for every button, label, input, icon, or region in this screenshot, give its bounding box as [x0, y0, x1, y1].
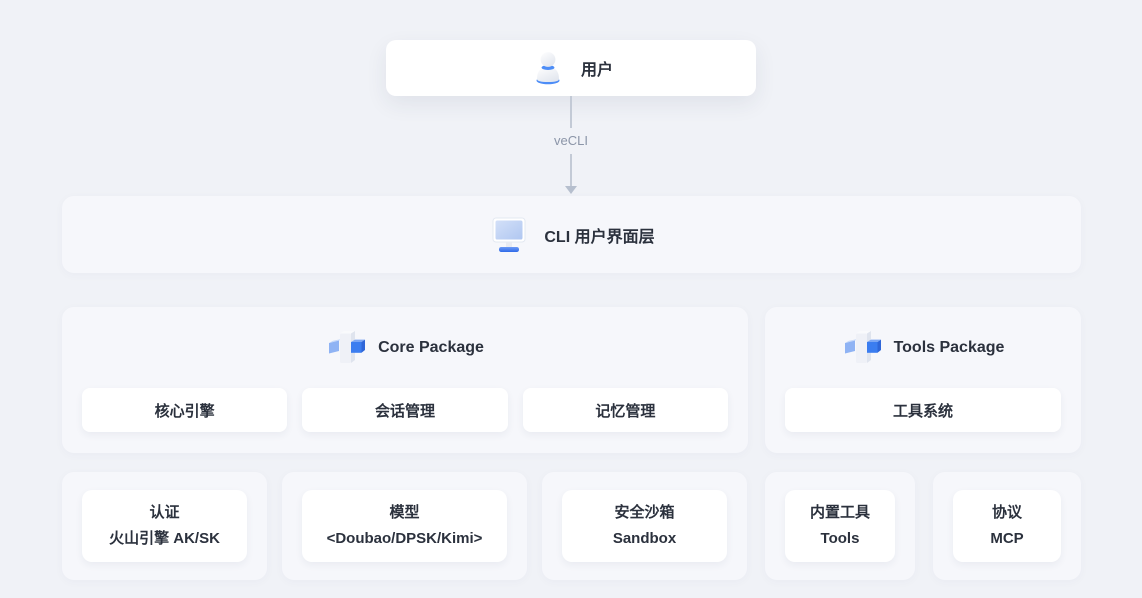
- auth-box: 认证 火山引擎 AK/SK: [62, 472, 267, 580]
- card-core-engine-label: 核心引擎: [154, 402, 215, 420]
- card-protocol[interactable]: 协议 MCP: [953, 490, 1061, 562]
- card-protocol-line1: 协议: [991, 504, 1022, 521]
- cli-layer-label: CLI 用户界面层: [544, 228, 655, 246]
- tools-package-header: Tools Package: [765, 307, 1081, 388]
- connector-line: [570, 154, 572, 186]
- tools-package-panel: Tools Package 工具系统: [765, 307, 1081, 453]
- builtin-tools-box: 内置工具 Tools: [765, 472, 915, 580]
- core-package-panel: Core Package 核心引擎 会话管理 记忆管理: [62, 307, 748, 453]
- card-auth-line2: 火山引擎 AK/SK: [109, 530, 220, 547]
- card-protocol-line2: MCP: [990, 530, 1024, 547]
- model-box: 模型 <Doubao/DPSK/Kimi>: [282, 472, 527, 580]
- card-memory-management[interactable]: 记忆管理: [522, 388, 728, 432]
- package-cube-icon: [329, 330, 366, 363]
- vecli-connector-label: veCLI: [554, 133, 588, 148]
- card-tool-system[interactable]: 工具系统: [785, 388, 1061, 432]
- card-sandbox[interactable]: 安全沙箱 Sandbox: [562, 490, 727, 562]
- core-card-row: 核心引擎 会话管理 记忆管理: [62, 388, 748, 432]
- card-builtin-tools[interactable]: 内置工具 Tools: [785, 490, 895, 562]
- protocol-box: 协议 MCP: [933, 472, 1081, 580]
- tools-card-row: 工具系统: [765, 388, 1081, 432]
- core-package-header: Core Package: [62, 307, 748, 388]
- card-model-line2: <Doubao/DPSK/Kimi>: [326, 530, 483, 547]
- card-builtin-tools-line2: Tools: [820, 530, 860, 547]
- card-sandbox-line2: Sandbox: [612, 530, 677, 547]
- vecli-connector: veCLI: [541, 96, 601, 194]
- cli-layer-panel[interactable]: CLI 用户界面层: [62, 196, 1081, 273]
- connector-line: [570, 96, 572, 128]
- card-builtin-tools-line1: 内置工具: [809, 504, 870, 521]
- card-model[interactable]: 模型 <Doubao/DPSK/Kimi>: [302, 490, 507, 562]
- card-session-management[interactable]: 会话管理: [302, 388, 508, 432]
- user-avatar-icon: [536, 52, 560, 85]
- card-tool-system-label: 工具系统: [892, 402, 953, 420]
- tools-package-title: Tools Package: [893, 338, 1005, 356]
- card-session-management-label: 会话管理: [374, 402, 435, 420]
- core-package-title: Core Package: [378, 338, 484, 356]
- sandbox-box: 安全沙箱 Sandbox: [542, 472, 747, 580]
- arrow-down-icon: [565, 186, 577, 194]
- card-model-line1: 模型: [389, 504, 420, 521]
- card-sandbox-line1: 安全沙箱: [614, 504, 675, 521]
- card-core-engine[interactable]: 核心引擎: [82, 388, 288, 432]
- user-node[interactable]: 用户: [386, 40, 756, 96]
- monitor-icon: [492, 217, 526, 252]
- card-auth-line1: 认证: [149, 504, 180, 521]
- user-node-label: 用户: [580, 62, 613, 79]
- card-memory-management-label: 记忆管理: [595, 402, 656, 420]
- card-auth[interactable]: 认证 火山引擎 AK/SK: [82, 490, 247, 562]
- package-cube-icon: [844, 330, 881, 363]
